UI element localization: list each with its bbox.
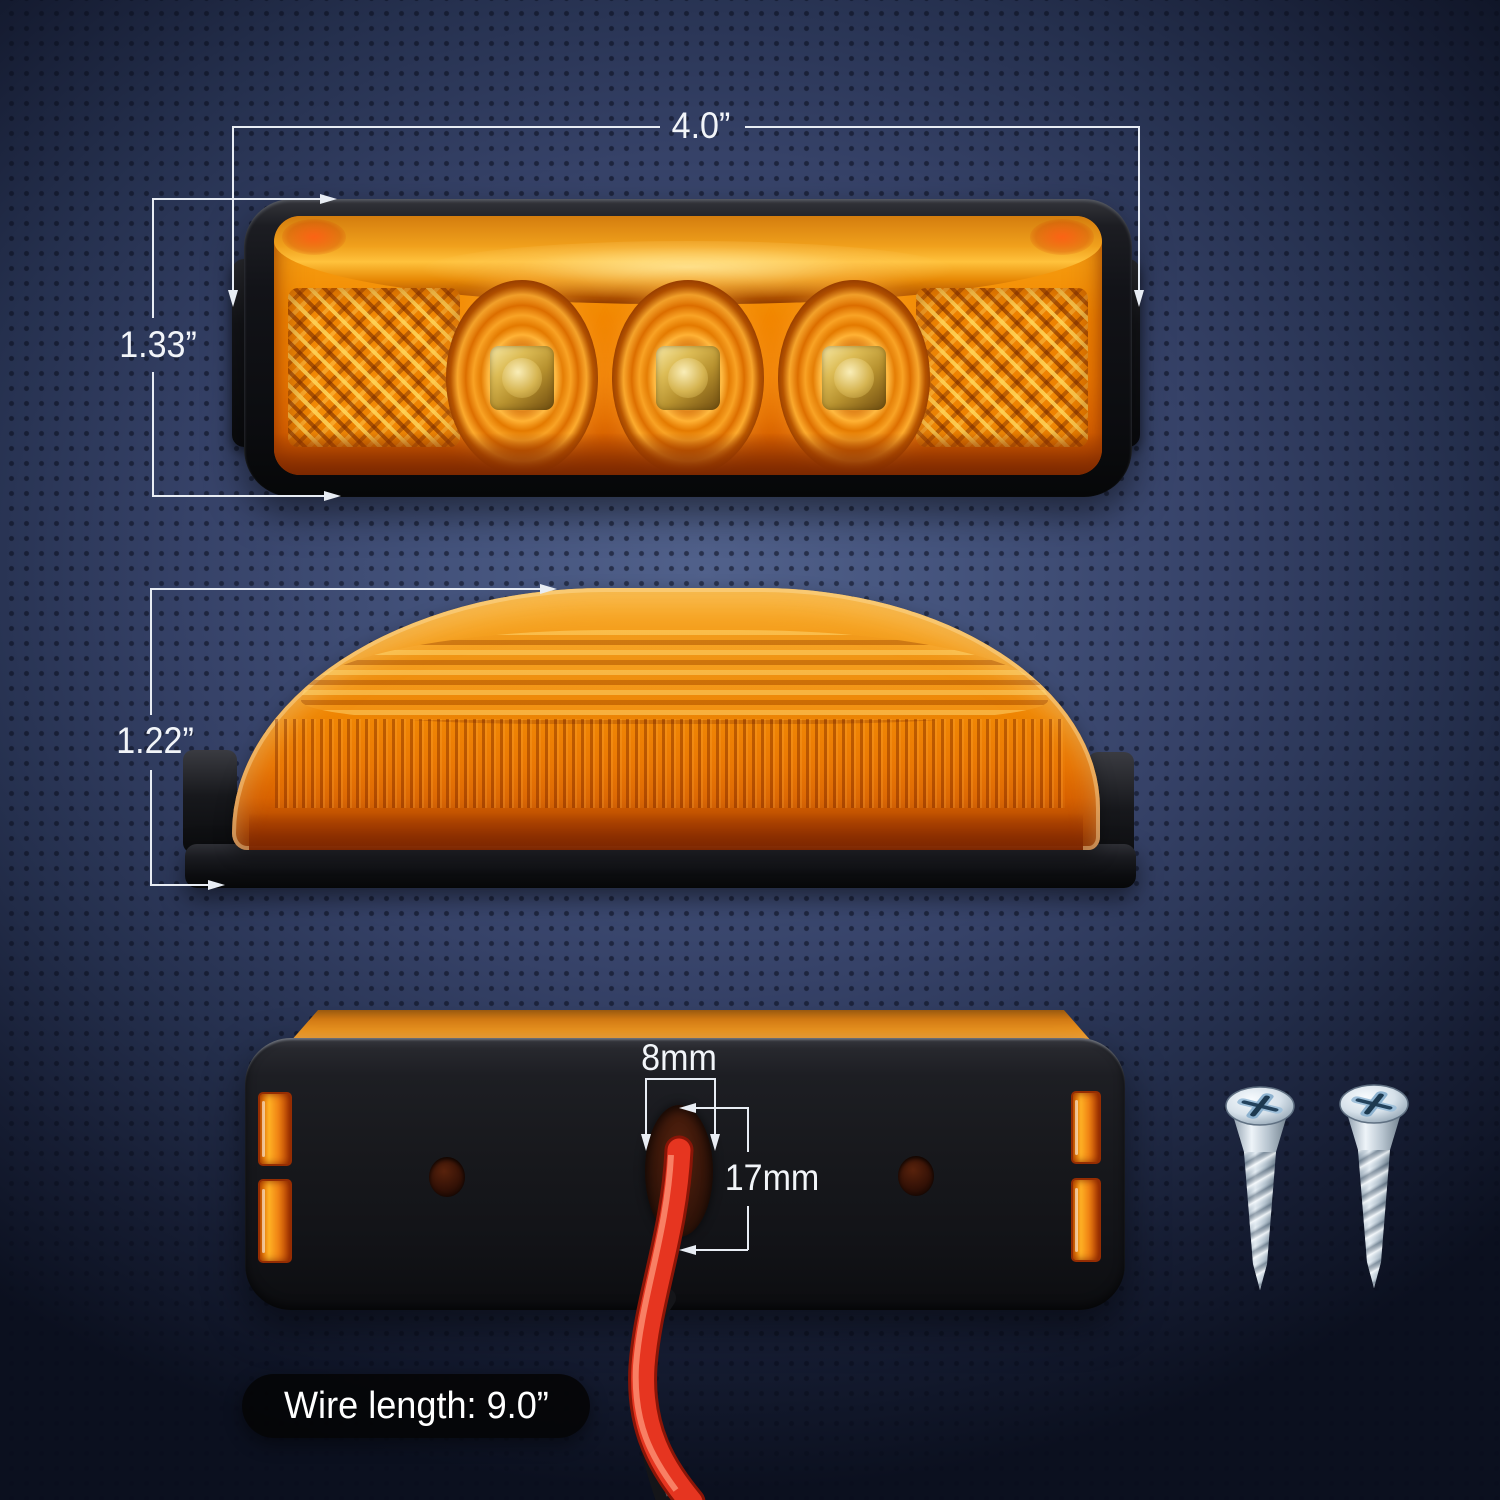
- marker-light-side-view: [183, 585, 1138, 890]
- dimension-line: [747, 1206, 749, 1250]
- led-chip-3: [822, 346, 886, 410]
- arrow-down-icon: [1134, 290, 1144, 307]
- led-chip-1: [490, 346, 554, 410]
- dimension-line: [152, 198, 154, 318]
- screw-1: [1225, 1086, 1295, 1291]
- lens-bottom-skirt: [249, 813, 1083, 850]
- marker-light-front-view: [232, 199, 1140, 497]
- lens-slot-right-upper: [1071, 1091, 1101, 1164]
- width-dimension-label: 4.0”: [671, 105, 731, 146]
- lens-edge-behind-plate: [290, 1010, 1092, 1042]
- lens-slot-right-lower: [1071, 1178, 1101, 1262]
- dimension-line: [152, 495, 324, 497]
- reflector-panel-right: [916, 288, 1088, 447]
- dimension-line: [150, 589, 152, 715]
- lens-slot-left-lower: [258, 1179, 292, 1263]
- lens-slot-left-upper: [258, 1092, 292, 1166]
- dimension-line: [645, 1078, 715, 1080]
- side-lens-dome: [232, 588, 1100, 850]
- corner-glint-left: [282, 219, 346, 255]
- arrow-right-icon: [324, 491, 341, 501]
- lens-bottom-shadow: [274, 433, 1102, 475]
- dimension-line: [696, 1249, 748, 1251]
- mounting-hole-left: [429, 1157, 465, 1197]
- mounting-screws: [1225, 1084, 1409, 1291]
- screw-2: [1339, 1084, 1409, 1289]
- grommet-height-label: 17mm: [724, 1157, 820, 1198]
- grommet-width-label: 8mm: [641, 1037, 717, 1078]
- dimension-extension-line: [1138, 127, 1140, 291]
- arrow-right-icon: [320, 194, 337, 204]
- arrow-down-icon: [710, 1134, 720, 1151]
- arrow-right-icon: [540, 584, 557, 594]
- wire-length-badge: Wire length: 9.0”: [242, 1374, 590, 1438]
- dimension-line: [696, 1107, 748, 1109]
- side-clip-left: [183, 750, 237, 853]
- dimension-line: [232, 126, 660, 128]
- side-base: [185, 844, 1136, 888]
- mounting-hole-right: [898, 1156, 934, 1196]
- lens-horizontal-facets: [301, 629, 1048, 725]
- wires-graphic: [628, 1135, 706, 1500]
- red-wire-highlight: [632, 1154, 679, 1492]
- depth-dimension-label: 1.22”: [116, 720, 194, 761]
- height-dimension-label: 1.33”: [119, 324, 197, 365]
- dimension-line: [150, 588, 540, 590]
- dimension-extension-line: [232, 127, 234, 291]
- front-bezel: [244, 199, 1132, 497]
- led-chip-2: [656, 346, 720, 410]
- front-lens: [274, 216, 1102, 475]
- lens-vertical-ribs: [275, 719, 1066, 809]
- arrow-down-icon: [641, 1134, 651, 1151]
- dimension-line: [150, 770, 152, 885]
- wire-length-label: Wire length: 9.0”: [283, 1384, 549, 1427]
- corner-glint-right: [1030, 219, 1094, 255]
- dimension-line: [152, 372, 154, 497]
- red-wire: [631, 1138, 703, 1500]
- dimension-line: [152, 198, 320, 200]
- arrow-right-icon: [208, 880, 225, 890]
- arrow-down-icon: [228, 290, 238, 307]
- arrow-left-icon: [679, 1103, 696, 1113]
- reflector-panel-left: [288, 288, 460, 447]
- dimension-line: [747, 1107, 749, 1152]
- dimension-line: [645, 1078, 647, 1136]
- dimension-line: [150, 884, 208, 886]
- dimension-line: [745, 126, 1140, 128]
- arrow-left-icon: [679, 1245, 696, 1255]
